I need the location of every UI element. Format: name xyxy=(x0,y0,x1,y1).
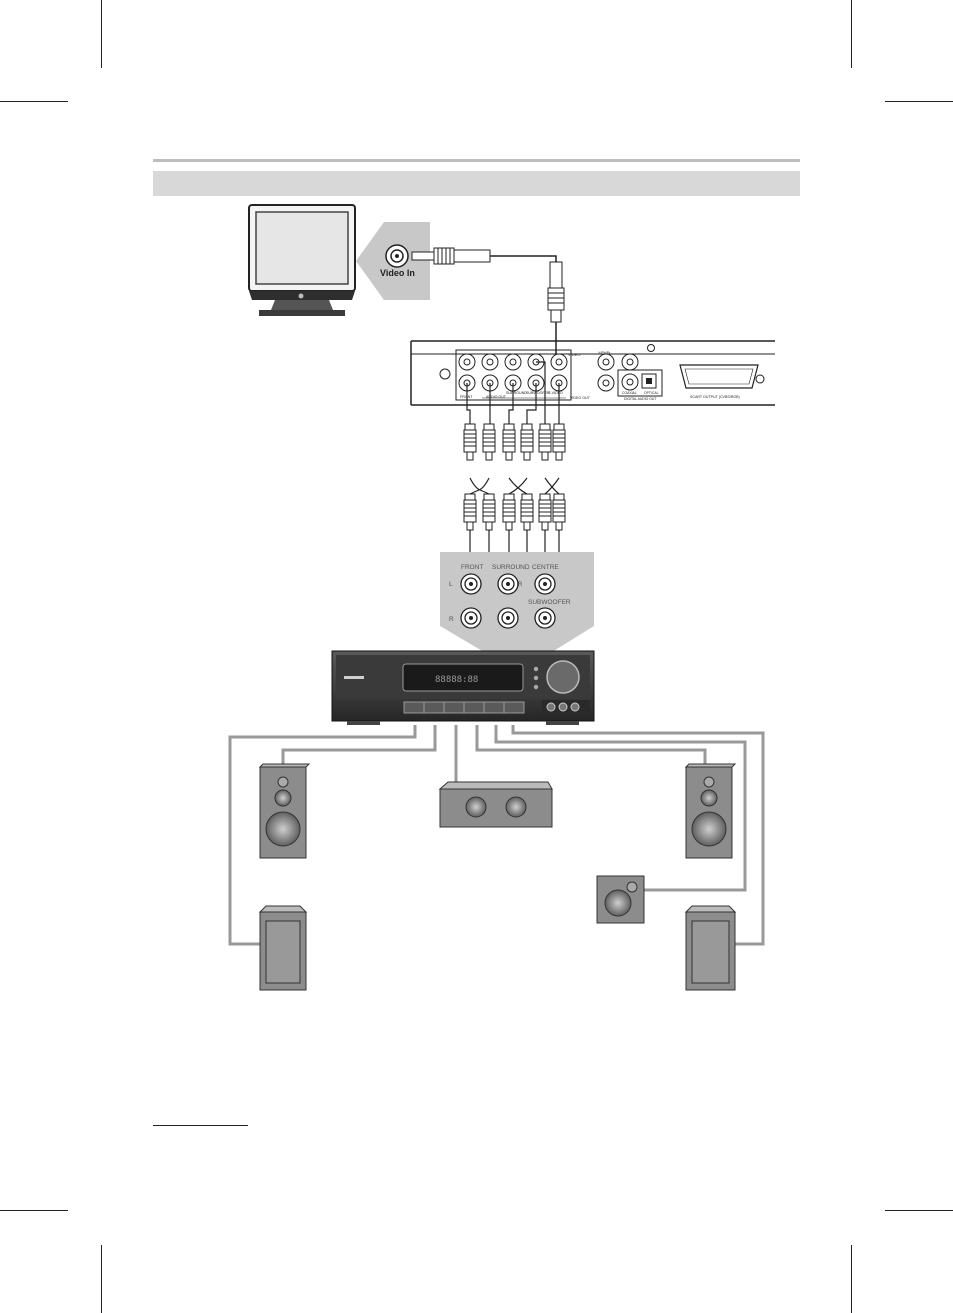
midrange-icon xyxy=(701,790,717,806)
front-right-speaker xyxy=(686,764,735,858)
video-in-callout: Video In xyxy=(356,222,430,300)
component-label: Y/Pb/Pr xyxy=(598,351,611,355)
surround-input-label: SURROUND xyxy=(492,564,530,571)
surround-left-speaker xyxy=(260,906,306,990)
front-input-label: FRONT xyxy=(461,564,483,571)
driver-icon xyxy=(466,797,486,817)
indicator-led-icon xyxy=(534,685,538,689)
video-cable xyxy=(412,248,564,364)
television xyxy=(249,205,355,316)
subwoofer-input-label: SUBWOOFER xyxy=(528,599,571,606)
rca-plugs-lower xyxy=(464,494,565,530)
optical-label: OPTICAL xyxy=(644,391,659,395)
front-jack-icon xyxy=(571,703,579,711)
woofer-icon xyxy=(692,812,726,846)
rca-plugs-upper xyxy=(464,424,565,460)
video-out-label: VIDEO OUT xyxy=(570,396,591,400)
av-receiver: 88888:88 xyxy=(332,651,594,725)
tweeter-icon xyxy=(278,777,288,787)
subwoofer xyxy=(597,876,644,923)
port-icon xyxy=(627,882,637,892)
front-left-speaker xyxy=(260,764,309,858)
screw-icon xyxy=(756,375,764,383)
scart-label: SCART OUTPUT (CVBS/RGB) xyxy=(690,395,740,399)
surround-right-speaker xyxy=(686,906,735,990)
brand-logo xyxy=(344,676,364,679)
midrange-icon xyxy=(275,790,291,806)
video-in-label: Video In xyxy=(380,268,415,278)
screw-icon xyxy=(648,345,655,352)
display-readout: 88888:88 xyxy=(435,675,478,685)
front-jack-icon xyxy=(547,703,555,711)
centre-input-label: CENTRE xyxy=(532,564,559,571)
left-channel-label: L xyxy=(449,581,453,588)
digital-audio-out-label: DIGITAL AUDIO OUT xyxy=(624,397,656,401)
woofer-icon xyxy=(266,812,300,846)
volume-knob-icon xyxy=(547,661,579,693)
right-channel-label: R xyxy=(449,616,454,623)
centre-speaker xyxy=(440,782,552,827)
receiver-input-callout: FRONT SURROUND CENTRE SUBWOOFER L R R xyxy=(440,552,594,652)
driver-icon xyxy=(506,797,526,817)
subwoofer-out-label: SUBWOOFER xyxy=(526,391,550,395)
screw-icon xyxy=(440,369,450,379)
audio-out-label: AUDIO OUT xyxy=(486,395,507,399)
speaker-cables xyxy=(230,725,763,944)
surround-right-label: R xyxy=(518,582,523,588)
indicator-led-icon xyxy=(534,676,538,680)
indicator-led-icon xyxy=(534,667,538,671)
surround-out-label: SURROUND xyxy=(506,391,527,395)
video-jack-label: VIDEO xyxy=(568,352,580,357)
front-jack-icon xyxy=(559,703,567,711)
coaxial-label: COAXIAL xyxy=(622,391,637,395)
dvd-rear-panel: VIDEO FRONT AUDIO OUT SURROUND SUBWOOFER… xyxy=(411,341,775,405)
woofer-icon xyxy=(605,890,631,916)
tweeter-icon xyxy=(704,777,714,787)
s-video-label: S-VIDEO xyxy=(548,391,563,395)
power-led-icon xyxy=(299,294,304,299)
scart-port-icon xyxy=(680,365,758,388)
